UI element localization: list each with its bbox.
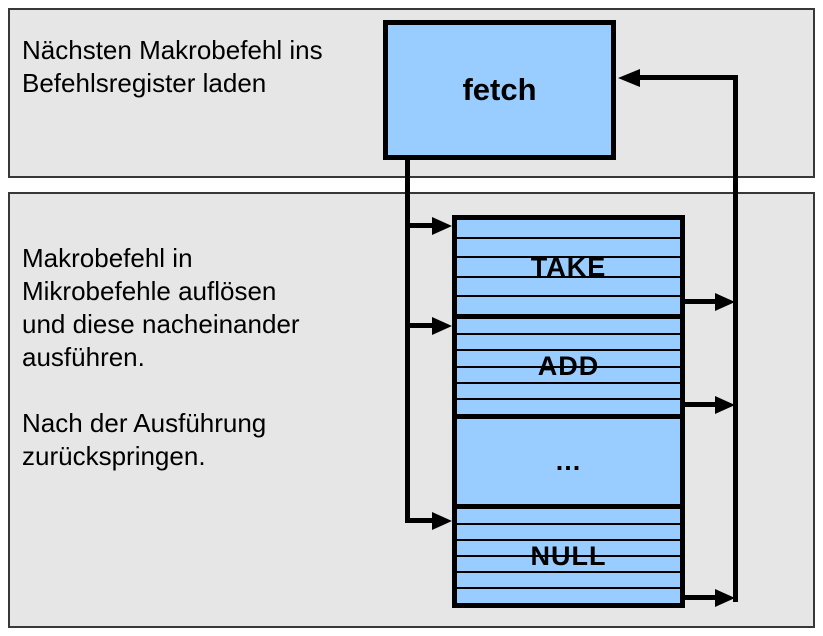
take-exit-line [685,299,717,304]
branch-to-add-line [408,323,436,328]
micro-block-take-label: TAKE [530,251,607,282]
micro-block-null: NULL [457,509,680,603]
micro-block-take: TAKE [457,220,680,319]
null-exit-line [685,595,717,600]
add-exit-line [685,402,717,407]
micro-instruction-row [457,587,680,603]
micro-rows-take [457,220,680,314]
micro-rows-add [457,319,680,414]
micro-block-add-label: ADD [537,351,600,381]
micro-instruction-row [457,381,680,398]
micro-block-ellipsis: ... [457,419,680,509]
branch-to-take-line [408,223,436,228]
arrow-out-of-take-icon [715,293,735,311]
arrow-into-add-icon [432,317,452,335]
micro-instruction-row [457,275,680,295]
fetch-phase-description: Nächsten Makrobefehl ins Befehlsregister… [22,35,323,98]
arrow-into-fetch-icon [618,69,640,87]
micro-instruction-row [457,571,680,587]
arrow-out-of-null-icon [715,589,735,607]
micro-instruction-row [457,539,680,555]
micro-instruction-row [457,256,680,275]
arrow-into-take-icon [432,217,452,235]
arrow-out-of-add-icon [715,396,735,414]
micro-instruction-row [457,397,680,414]
micro-instruction-row [457,523,680,539]
return-description: Nach der Ausführung zurückspringen. [22,408,267,471]
micro-block-ellipsis-label: ... [555,446,582,476]
fetch-to-blocks-line [405,158,410,523]
micro-instruction-row [457,365,680,382]
micro-instruction-row [457,237,680,256]
micro-instruction-row [457,555,680,571]
micro-block-null-label: NULL [530,540,607,571]
micro-block-add: ADD [457,319,680,419]
fetch-box: fetch [383,20,616,160]
return-to-fetch-line [639,75,738,80]
branch-to-null-line [408,518,436,523]
micro-instruction-row [457,349,680,365]
microprogram-store: TAKE ADD ... NULL [452,215,685,608]
arrow-into-null-icon [432,512,452,530]
execute-phase-description: Makrobefehl in Mikrobefehle auflösen und… [22,243,300,372]
micro-instruction-row [457,294,680,314]
return-line [733,75,738,602]
micro-rows-null [457,509,680,603]
micro-instruction-row [457,333,680,349]
fetch-box-label: fetch [462,72,537,107]
